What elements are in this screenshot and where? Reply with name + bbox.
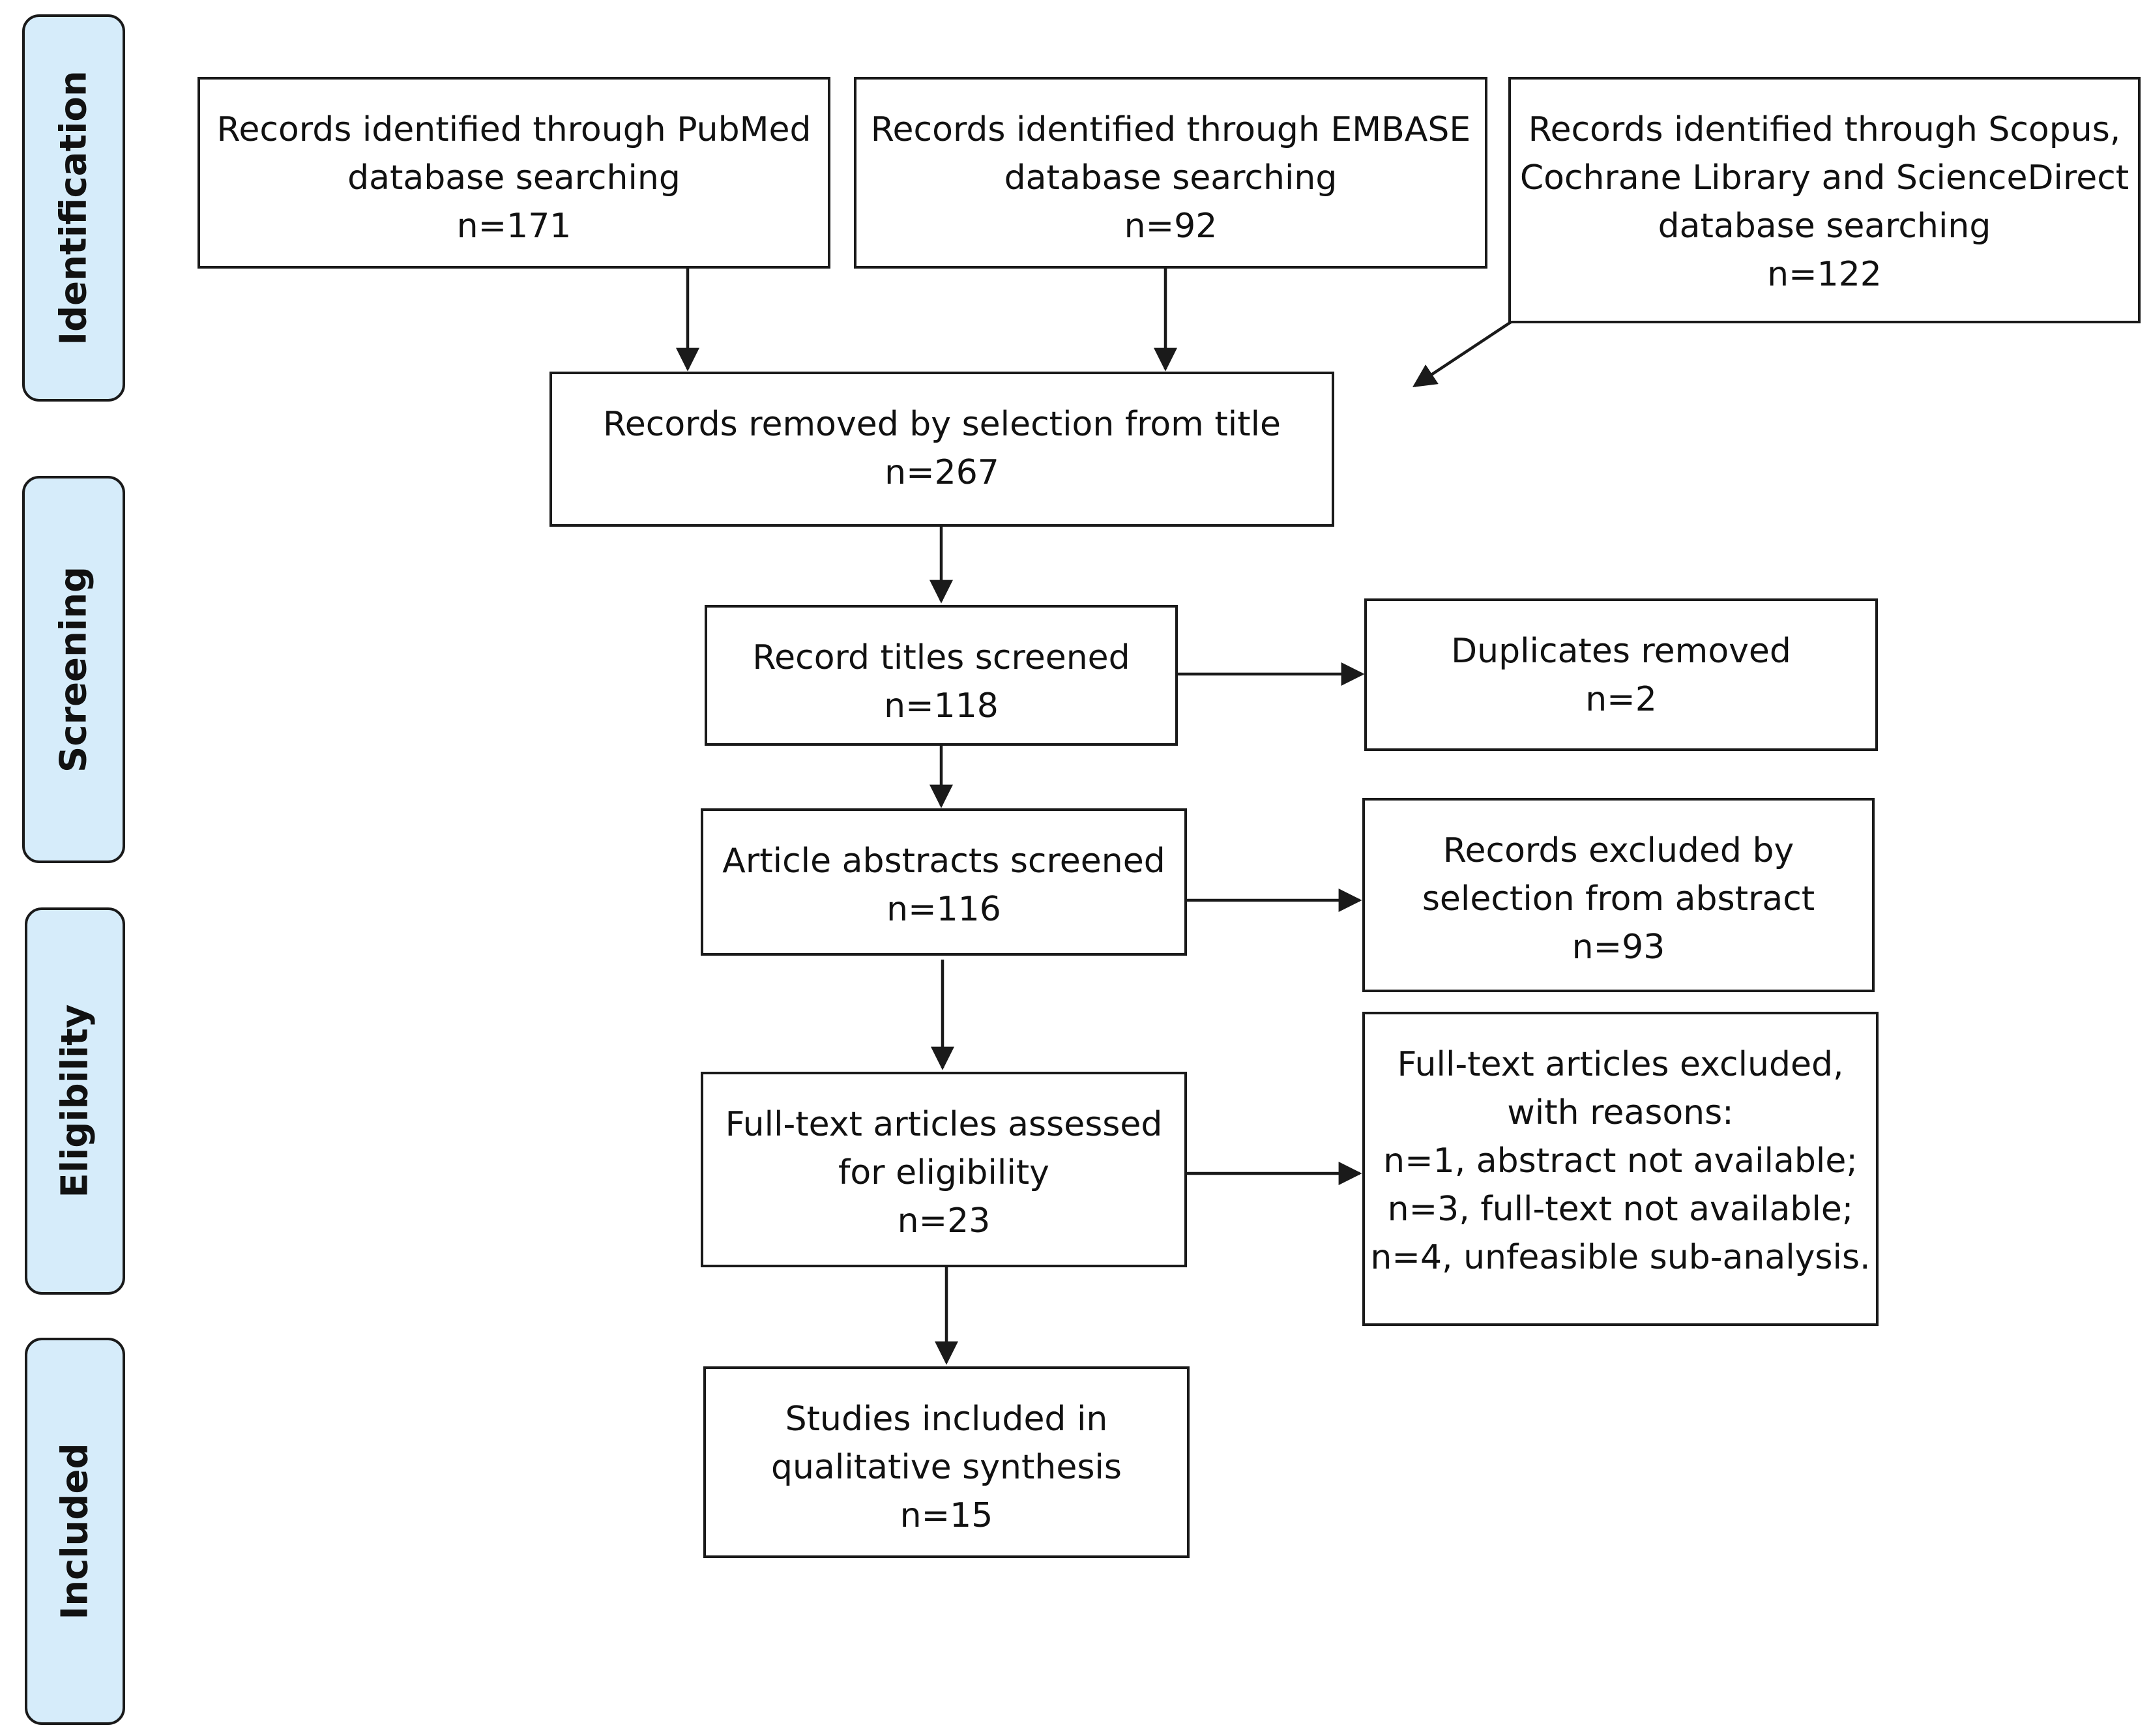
box-line: Records identified through PubMed — [216, 110, 812, 149]
box-count: n=171 — [456, 207, 572, 246]
box-count: n=92 — [1124, 207, 1218, 246]
stage-identification: Identification — [22, 14, 125, 402]
box-count: n=122 — [1767, 255, 1882, 294]
titles-screened-box: Record titles screened n=118 — [705, 605, 1178, 746]
abstracts-screened-box: Article abstracts screened n=116 — [701, 808, 1187, 956]
box-count: n=2 — [1585, 680, 1657, 719]
box-line: Studies included in — [785, 1400, 1108, 1439]
fulltext-excluded-box: Full-text articles excluded, with reason… — [1362, 1012, 1879, 1326]
box-line: Records identified through Scopus, — [1528, 110, 2121, 149]
title-removed-box: Records removed by selection from title … — [549, 372, 1334, 527]
box-line: n=4, unfeasible sub-analysis. — [1370, 1238, 1871, 1277]
box-count: n=23 — [897, 1201, 991, 1241]
stage-screening-label: Screening — [52, 566, 95, 773]
box-line: Duplicates removed — [1451, 632, 1791, 671]
stage-screening: Screening — [22, 476, 125, 863]
pubmed-records-box: Records identified through PubMed databa… — [198, 77, 830, 269]
box-line: for eligibility — [838, 1153, 1049, 1192]
stage-identification-label: Identification — [52, 70, 95, 346]
box-line: Cochrane Library and ScienceDirect — [1519, 158, 2129, 198]
box-count: n=93 — [1572, 928, 1665, 967]
box-line: n=3, full-text not available; — [1387, 1190, 1854, 1229]
box-line: Records excluded by — [1442, 831, 1794, 870]
box-count: n=267 — [885, 453, 999, 492]
duplicates-removed-box: Duplicates removed n=2 — [1364, 598, 1878, 751]
box-count: n=15 — [900, 1496, 993, 1535]
stage-eligibility-label: Eligibility — [53, 1004, 96, 1198]
box-line: database searching — [1004, 158, 1338, 198]
box-line: Records removed by selection from title — [602, 405, 1281, 444]
embase-records-box: Records identified through EMBASE databa… — [854, 77, 1487, 269]
box-count: n=116 — [886, 890, 1001, 929]
stage-eligibility: Eligibility — [25, 907, 125, 1295]
box-line: database searching — [347, 158, 680, 198]
scopus-records-box: Records identified through Scopus, Cochr… — [1508, 77, 2141, 323]
box-line: n=1, abstract not available; — [1383, 1141, 1858, 1181]
arrow-scopus-diagonal — [1412, 321, 1512, 387]
abstract-excluded-box: Records excluded by selection from abstr… — [1362, 798, 1875, 992]
box-line: database searching — [1658, 207, 1991, 246]
stage-included-label: Included — [53, 1443, 96, 1620]
stage-included: Included — [25, 1338, 125, 1725]
box-count: n=118 — [884, 686, 999, 726]
fulltext-assessed-box: Full-text articles assessed for eligibil… — [701, 1072, 1187, 1267]
box-line: qualitative synthesis — [771, 1448, 1122, 1487]
box-line: selection from abstract — [1422, 879, 1815, 919]
box-line: Records identified through EMBASE — [870, 110, 1471, 149]
studies-included-box: Studies included in qualitative synthesi… — [703, 1366, 1190, 1558]
box-line: Full-text articles excluded, — [1397, 1045, 1844, 1084]
box-line: Full-text articles assessed — [725, 1105, 1163, 1144]
box-line: with reasons: — [1507, 1093, 1734, 1132]
box-line: Record titles screened — [752, 638, 1130, 677]
box-line: Article abstracts screened — [722, 842, 1165, 881]
